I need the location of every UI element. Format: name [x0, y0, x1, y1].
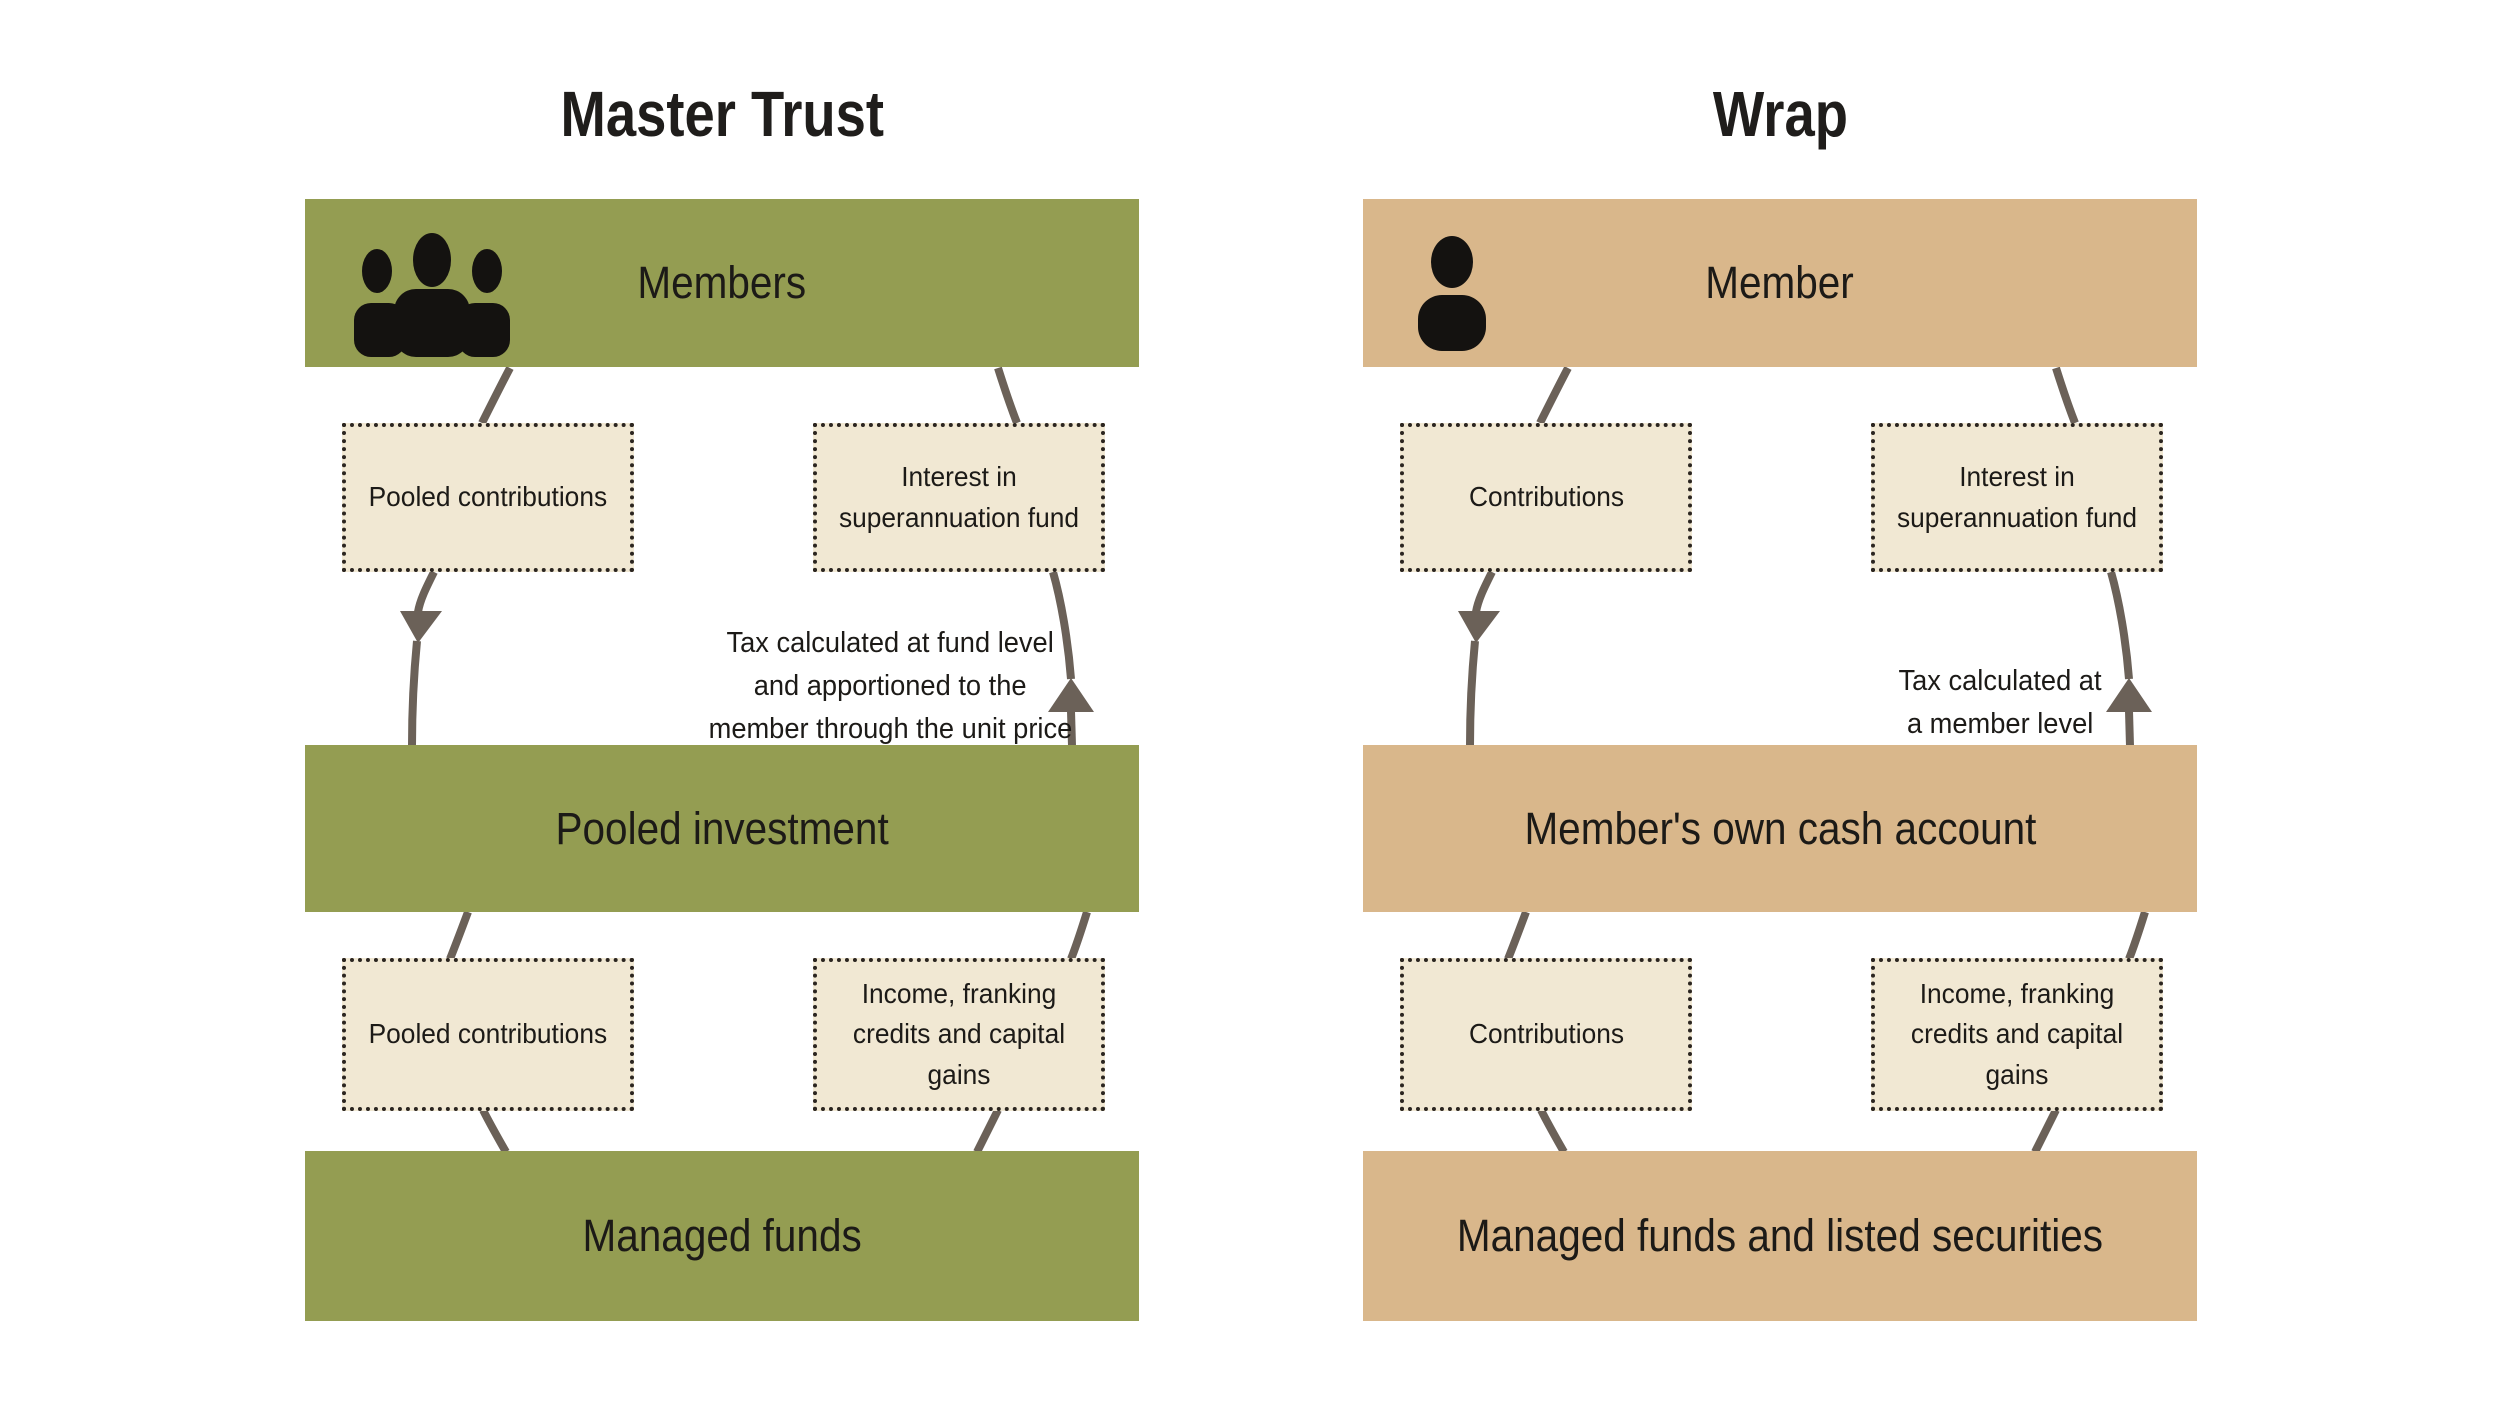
mt-pooled-investment-band: Pooled investment: [305, 745, 1139, 912]
wrap-cash-account-band: Member's own cash account: [1363, 745, 2197, 912]
mt-pool-to-lower-contributions-line: [446, 910, 472, 961]
master-trust-title-text: Master Trust: [560, 78, 884, 150]
wrap-up-arrowhead: [2106, 678, 2152, 712]
mt-down-arrowhead: [400, 611, 442, 643]
mt-income-label: Income, franking credits and capital gai…: [852, 977, 1066, 1090]
wrap-member-to-contributions-line: [1536, 366, 1572, 425]
mt-members-to-interest-line: [994, 366, 1021, 425]
mt-contributions-to-pool-line-upper: [414, 570, 438, 613]
wrap-income-to-funds-line: [2031, 1108, 2060, 1154]
wrap-tax-note-line-1: Tax calculated at: [1898, 665, 2102, 697]
wrap-cash-to-interest-line-lower: [2125, 710, 2134, 747]
mt-members-to-contributions-line: [478, 366, 514, 425]
mt-members-band: Members: [305, 199, 1139, 367]
wrap-income-label: Income, franking credits and capital gai…: [1910, 977, 2124, 1090]
wrap-contributions-top-label: Contributions: [1468, 481, 1624, 513]
wrap-managed-funds-label: Managed funds and listed securities: [1456, 1210, 2104, 1261]
wrap-lower-contributions-to-funds-line: [1537, 1108, 1568, 1154]
mt-flow-box-interest: Interest in superannuation fund: [813, 423, 1105, 572]
mt-pool-to-interest-line-upper: [1049, 570, 1075, 680]
wrap-title: Wrap: [1363, 68, 2197, 160]
mt-managed-funds-band: Managed funds: [305, 1151, 1139, 1321]
mt-flow-box-income: Income, franking credits and capital gai…: [813, 958, 1105, 1111]
people-group-icon: [354, 233, 510, 357]
mt-tax-note-line-3: member through the unit price: [708, 713, 1072, 745]
wrap-flow-box-contributions-bottom: Contributions: [1400, 958, 1692, 1111]
wrap-cash-to-interest-line-upper: [2107, 570, 2133, 680]
mt-contributions-to-pool-line-lower: [408, 640, 421, 747]
wrap-flow-box-interest: Interest in superannuation fund: [1871, 423, 2163, 572]
mt-tax-note-line-1: Tax calculated at fund level: [726, 627, 1054, 659]
person-icon: [1418, 236, 1486, 351]
mt-pooled-contributions-top-label: Pooled contributions: [368, 481, 608, 513]
mt-flow-box-pooled-contributions-bottom: Pooled contributions: [342, 958, 634, 1111]
wrap-flow-box-income: Income, franking credits and capital gai…: [1871, 958, 2163, 1111]
mt-flow-box-pooled-contributions-top: Pooled contributions: [342, 423, 634, 572]
wrap-cash-to-income-line: [2125, 910, 2149, 961]
mt-tax-note-line-2: and apportioned to the: [753, 670, 1027, 702]
mt-pool-to-income-line: [1067, 910, 1091, 961]
mt-tax-note: Tax calculated at fund level and apporti…: [690, 622, 1090, 751]
mt-income-to-funds-line: [973, 1108, 1002, 1154]
wrap-contributions-bottom-label: Contributions: [1468, 1018, 1624, 1050]
mt-pooled-investment-label: Pooled investment: [555, 802, 889, 854]
wrap-tax-note: Tax calculated at a member level: [1800, 660, 2200, 746]
wrap-contributions-to-cash-line-upper: [1472, 570, 1496, 613]
wrap-member-band: Member: [1363, 199, 2197, 367]
wrap-down-arrowhead: [1458, 611, 1500, 643]
mt-members-label: Members: [637, 257, 807, 308]
wrap-tax-note-line-2: a member level: [1906, 708, 2094, 740]
wrap-managed-funds-band: Managed funds and listed securities: [1363, 1151, 2197, 1321]
mt-pooled-contributions-bottom-label: Pooled contributions: [368, 1018, 608, 1050]
wrap-cash-to-lower-contributions-line: [1504, 910, 1530, 961]
master-trust-title: Master Trust: [305, 68, 1139, 160]
mt-interest-label: Interest in superannuation fund: [838, 460, 1079, 533]
wrap-interest-label: Interest in superannuation fund: [1896, 460, 2137, 533]
mt-up-arrowhead: [1048, 678, 1094, 712]
wrap-member-to-interest-line: [2052, 366, 2079, 425]
mt-managed-funds-label: Managed funds: [582, 1210, 862, 1261]
wrap-contributions-to-cash-line-lower: [1466, 640, 1479, 747]
mt-pool-to-interest-line-lower: [1067, 710, 1076, 747]
wrap-title-text: Wrap: [1712, 78, 1848, 150]
wrap-flow-box-contributions-top: Contributions: [1400, 423, 1692, 572]
wrap-cash-account-label: Member's own cash account: [1524, 802, 2036, 854]
wrap-member-label: Member: [1705, 257, 1855, 308]
mt-lower-contributions-to-funds-line: [479, 1108, 510, 1154]
